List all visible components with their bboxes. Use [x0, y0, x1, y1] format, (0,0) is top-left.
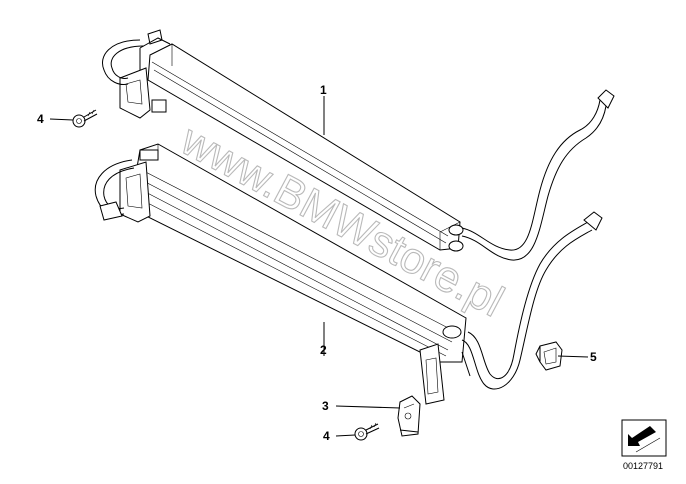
- callout-part-2: 2: [320, 343, 327, 357]
- callout-part-4-upper: 4: [37, 112, 44, 126]
- document-number: 00127791: [623, 461, 663, 471]
- screw-lower: [354, 422, 380, 441]
- upper-oil-cooler: [102, 29, 615, 261]
- callout-part-1: 1: [320, 83, 327, 97]
- screw-upper: [72, 109, 98, 128]
- callout-part-4-lower: 4: [323, 429, 330, 443]
- lower-oil-cooler: [94, 143, 603, 405]
- mounting-bracket: [397, 395, 421, 437]
- hose-clip: [535, 341, 563, 371]
- arrow-down-left-icon: [628, 426, 661, 453]
- callout-part-3: 3: [322, 399, 329, 413]
- callout-part-5: 5: [590, 350, 597, 364]
- reference-badge: 00127791: [621, 419, 667, 471]
- leader-lines: [49, 96, 589, 437]
